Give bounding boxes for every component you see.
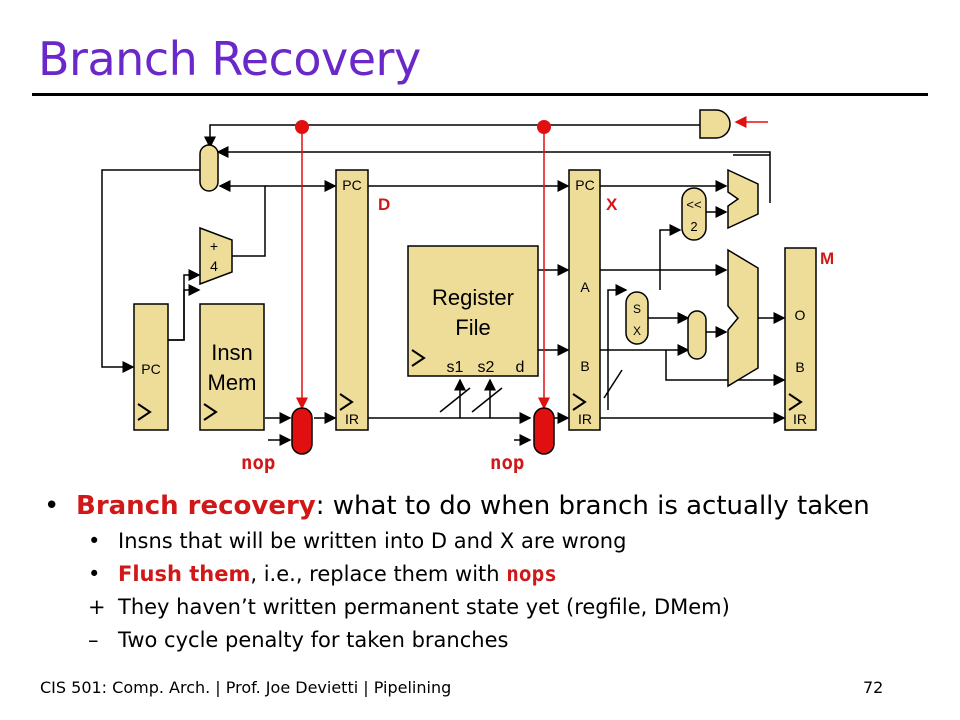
memory-pipeline-latch: [784, 247, 817, 431]
bullet-sub-2-text: , i.e., replace them with: [250, 562, 507, 586]
insn-mem-label-2: Mem: [208, 370, 257, 395]
operand-mux: [687, 310, 707, 360]
m-o-label: O: [795, 307, 806, 323]
x-b-label: B: [580, 358, 589, 374]
bullet-main-term: Branch recovery: [76, 491, 316, 521]
plus-mark: +: [88, 595, 106, 619]
sign-extend-unit: [625, 291, 649, 345]
stage-d-label: D: [378, 195, 390, 214]
clock-icon: [788, 393, 803, 411]
bullet-sub-2: • Flush them, i.e., replace them with nop…: [88, 558, 944, 591]
decode-pipeline-latch: [335, 169, 369, 431]
pc-increment-adder: [199, 226, 233, 286]
nop-label-x: nop: [490, 452, 524, 474]
flush-mux-d: [291, 407, 313, 455]
pipeline-diagram: PC + 4 Insn Mem PC IR D Register File s1…: [101, 109, 834, 474]
regfile-port-s2: s2: [478, 359, 495, 376]
fetch-pc-register: [133, 303, 169, 431]
insn-mem-label-1: Insn: [211, 340, 253, 365]
x-pc-label: PC: [575, 177, 594, 193]
flush-wires: [296, 116, 768, 410]
nop-label-d: nop: [241, 452, 275, 474]
fetch-pc-label: PC: [141, 361, 160, 377]
regfile-label-1: Register: [432, 285, 514, 310]
bullet-sub-3-text: They haven’t written permanent state yet…: [118, 595, 730, 619]
bullet-sub-4-text: Two cycle penalty for taken branches: [118, 628, 509, 652]
register-file: [407, 245, 539, 377]
bullet-sub-3: + They haven’t written permanent state ye…: [88, 591, 944, 624]
bullet-main: • Branch recovery: what to do when branch…: [44, 487, 944, 525]
four-label: 4: [210, 258, 218, 274]
bullet-sub-1: • Insns that will be written into D and X…: [88, 525, 944, 558]
bullet-main-text: : what to do when branch is actually tak…: [315, 491, 870, 521]
bullet-sub-4: –Two cycle penalty for taken branches: [88, 624, 944, 657]
stage-m-label: M: [820, 249, 834, 268]
alu: [727, 248, 759, 388]
shift-label-1: <<: [686, 197, 701, 212]
bullet-sub-2-bold: Flush them: [118, 562, 251, 586]
datapath-wires: [101, 124, 786, 446]
x-ir-label: IR: [578, 411, 592, 427]
branch-target-adder: [727, 168, 759, 230]
clock-icon: [203, 403, 218, 421]
stage-x-label: X: [606, 195, 618, 214]
m-ir-label: IR: [793, 411, 807, 427]
shift-label-2: 2: [690, 219, 697, 234]
sx-label-1: S: [633, 302, 641, 316]
sx-label-2: X: [633, 324, 641, 338]
slide-footer: CIS 501: Comp. Arch. | Prof. Joe Deviett…: [40, 678, 452, 697]
regfile-port-s1: s1: [447, 359, 464, 376]
shift-left-unit: [681, 187, 707, 241]
clock-icon: [339, 393, 354, 411]
bullet-sub-1-text: Insns that will be written into D and X …: [118, 529, 627, 553]
plus-label: +: [210, 238, 218, 254]
bullet-sub-2-code: nops: [506, 562, 557, 586]
regfile-label-2: File: [455, 315, 490, 340]
flush-dot-d: [295, 120, 309, 134]
slide-title: Branch Recovery: [38, 32, 421, 86]
d-ir-label: IR: [345, 411, 359, 427]
instruction-memory: [199, 303, 265, 431]
flush-mux-x: [533, 407, 555, 455]
clock-icon: [411, 349, 426, 367]
bullet-dot-icon: •: [88, 529, 101, 553]
clock-icon: [137, 403, 152, 421]
clock-icon: [572, 393, 587, 411]
x-a-label: A: [580, 279, 590, 295]
branch-and-gate: [699, 109, 731, 139]
m-b-label: B: [795, 359, 804, 375]
title-divider: [32, 93, 928, 96]
d-pc-label: PC: [342, 177, 361, 193]
execute-pipeline-latch: [568, 169, 601, 431]
flush-dot-x: [537, 120, 551, 134]
bullet-list: • Branch recovery: what to do when branch…: [44, 487, 944, 657]
page-number: 72: [863, 678, 884, 697]
bullet-dot-icon: •: [44, 491, 60, 521]
regfile-port-d: d: [516, 359, 525, 376]
pc-mux: [199, 144, 219, 192]
bullet-dot-icon: •: [88, 562, 101, 586]
minus-mark: –: [88, 628, 99, 652]
